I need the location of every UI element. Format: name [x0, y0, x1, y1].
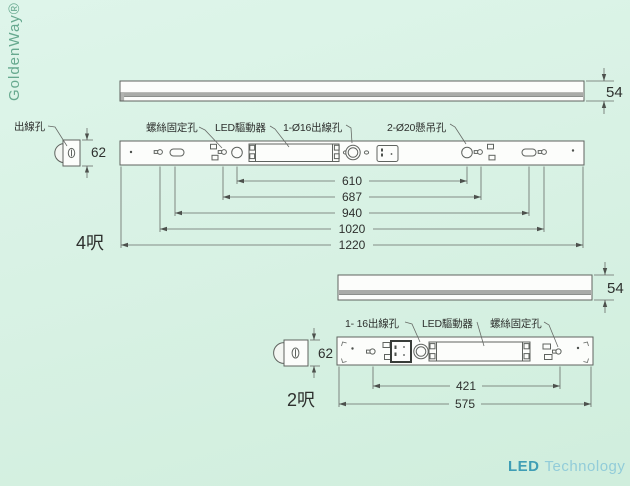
outlet-hole-16-2ft: [413, 343, 429, 360]
corner-mark: [341, 341, 347, 347]
screw-keyholes-2ft: [366, 348, 562, 355]
pilot-hole-left-2ft: [351, 347, 354, 350]
fixture-4ft-front-view: 螺絲固定孔 LED驅動器 1-Ø16出線孔 2-Ø20懸吊孔: [119, 121, 585, 166]
leader-led-driver-2ft: [476, 321, 485, 347]
dim-chain-2ft: 421 575: [338, 366, 592, 411]
end-dome-4ft: [54, 143, 64, 164]
label-led-driver-2ft: LED驅動器: [422, 317, 473, 330]
footer-logo: LED Technology: [508, 458, 625, 475]
corner-mark: [341, 358, 347, 363]
corner-mark: [583, 341, 589, 347]
knockout-pair-right-4ft: [487, 143, 496, 161]
dim-54-4ft: 54: [586, 68, 623, 114]
side-endcap-4ft: [120, 92, 125, 101]
dim-610: 610: [237, 174, 467, 188]
leader-screw-fix-4ft: [198, 126, 223, 149]
oval-slot-right-4ft: [521, 148, 537, 157]
leader-outlet-4ft: [47, 125, 68, 147]
knockout-pair-right-2ft: [542, 343, 553, 360]
dim-940-text: 940: [342, 206, 362, 220]
terminal-block-4ft: [376, 145, 399, 162]
pilot-hole-right-2ft: [576, 346, 580, 350]
dim-1020: 1020: [160, 222, 544, 236]
screw-keyholes-4ft: [153, 149, 547, 155]
label-screw-fix-4ft: 螺絲固定孔: [146, 121, 198, 134]
oval-slot-left-4ft: [169, 148, 185, 157]
dim-1220-text: 1220: [339, 238, 366, 252]
label-outlet-16-2ft: 1- 16出線孔: [345, 317, 400, 330]
fixture-4ft-end-view: 62 出線孔: [14, 120, 106, 178]
dim-610-text: 610: [342, 174, 362, 188]
outlet-hole-16-4ft: [345, 144, 361, 161]
leader-outlet-16-2ft: [404, 321, 421, 343]
dim-54-4ft-text: 54: [606, 84, 623, 101]
hanging-hole-right-20: [461, 146, 473, 159]
pilot-hole-left-4ft: [129, 150, 133, 154]
dim-chain-4ft: 610 687 940 1020 1220 4呎: [76, 166, 584, 253]
fixture-4ft-side-view: 54: [119, 68, 623, 114]
hanging-hole-left-20: [231, 146, 243, 159]
footer-led-text: LED: [508, 458, 540, 475]
corner-mark: [583, 358, 589, 363]
leader-screw-fix-2ft: [543, 321, 559, 348]
dim-62-4ft-text: 62: [91, 145, 106, 160]
dim-1220: 1220: [121, 238, 583, 252]
dim-940: 940: [175, 206, 529, 220]
label-outlet-16-4ft: 1-Ø16出線孔: [283, 121, 343, 134]
dim-62-2ft: 62: [310, 328, 333, 378]
dim-1020-text: 1020: [339, 222, 366, 236]
led-driver-2ft: [428, 341, 531, 362]
fixture-2ft-side-view: 54: [337, 262, 624, 313]
dim-54-2ft: 54: [594, 262, 624, 313]
fixture-2ft-end-view: 62 2呎: [273, 328, 333, 410]
label-hanging-20-4ft: 2-Ø20懸吊孔: [387, 121, 447, 134]
size-label-4ft: 4呎: [76, 233, 104, 253]
knockout-pair-left-4ft: [210, 143, 219, 161]
size-label-2ft: 2呎: [287, 390, 315, 410]
dim-575-text: 575: [455, 397, 475, 411]
dim-687: 687: [223, 190, 481, 204]
dim-421: 421: [373, 379, 560, 393]
led-driver-4ft: [248, 143, 340, 162]
dim-421-text: 421: [456, 379, 476, 393]
terminal-block-2ft: [390, 340, 412, 363]
brand-logo-text: GoldenWay®: [6, 2, 23, 101]
side-groove-2ft: [339, 290, 591, 295]
leader-hanging-20-4ft: [449, 123, 467, 145]
leader-outlet-16-4ft: [345, 124, 353, 144]
dim-62-2ft-text: 62: [318, 346, 333, 361]
dim-62-4ft: 62: [82, 128, 106, 178]
fixture-2ft-front-view: 1- 16出線孔 LED驅動器 螺絲固定孔: [336, 317, 594, 366]
dim-687-text: 687: [342, 190, 362, 204]
footer-technology-text: Technology: [545, 458, 626, 475]
label-led-driver-4ft: LED驅動器: [215, 121, 266, 134]
leader-led-driver-4ft: [269, 125, 290, 148]
dim-575: 575: [339, 397, 591, 411]
label-screw-fix-2ft: 螺絲固定孔: [490, 317, 542, 330]
end-dome-2ft: [273, 342, 285, 364]
side-groove-4ft: [121, 92, 583, 97]
dim-54-2ft-text: 54: [607, 280, 624, 297]
label-outlet-4ft: 出線孔: [14, 120, 46, 133]
pilot-hole-right-4ft: [571, 149, 575, 152]
